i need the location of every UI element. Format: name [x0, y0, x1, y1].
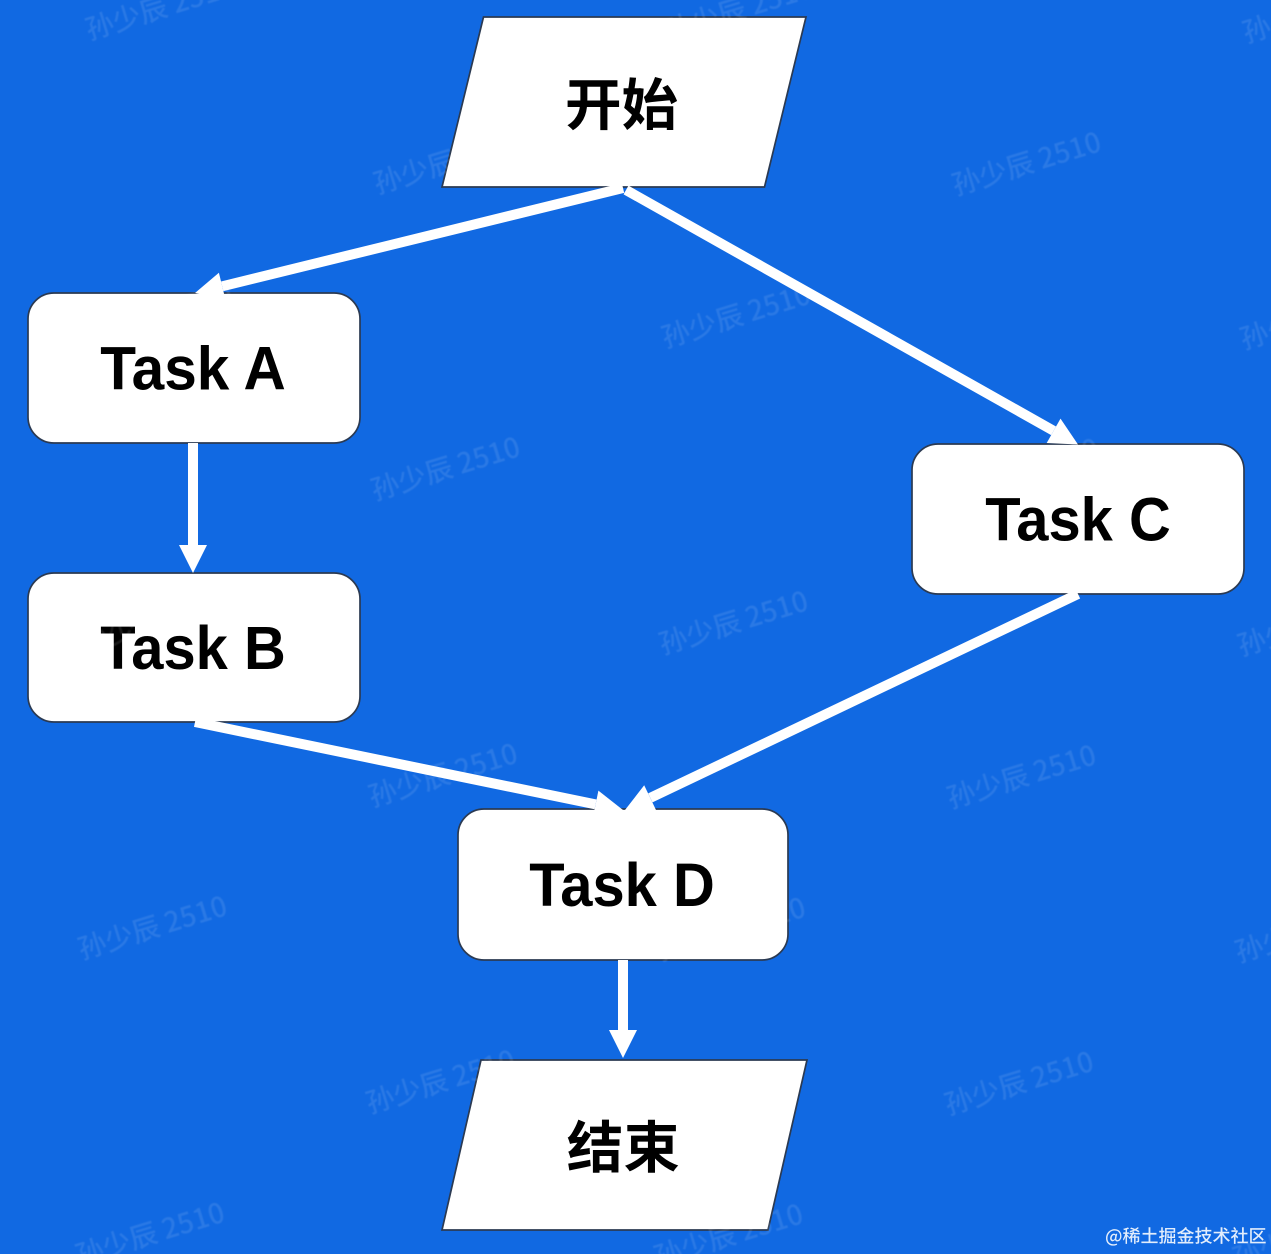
svg-text:Task C: Task C: [985, 486, 1171, 554]
svg-text:Task D: Task D: [529, 851, 715, 919]
svg-text:Task A: Task A: [100, 335, 286, 403]
